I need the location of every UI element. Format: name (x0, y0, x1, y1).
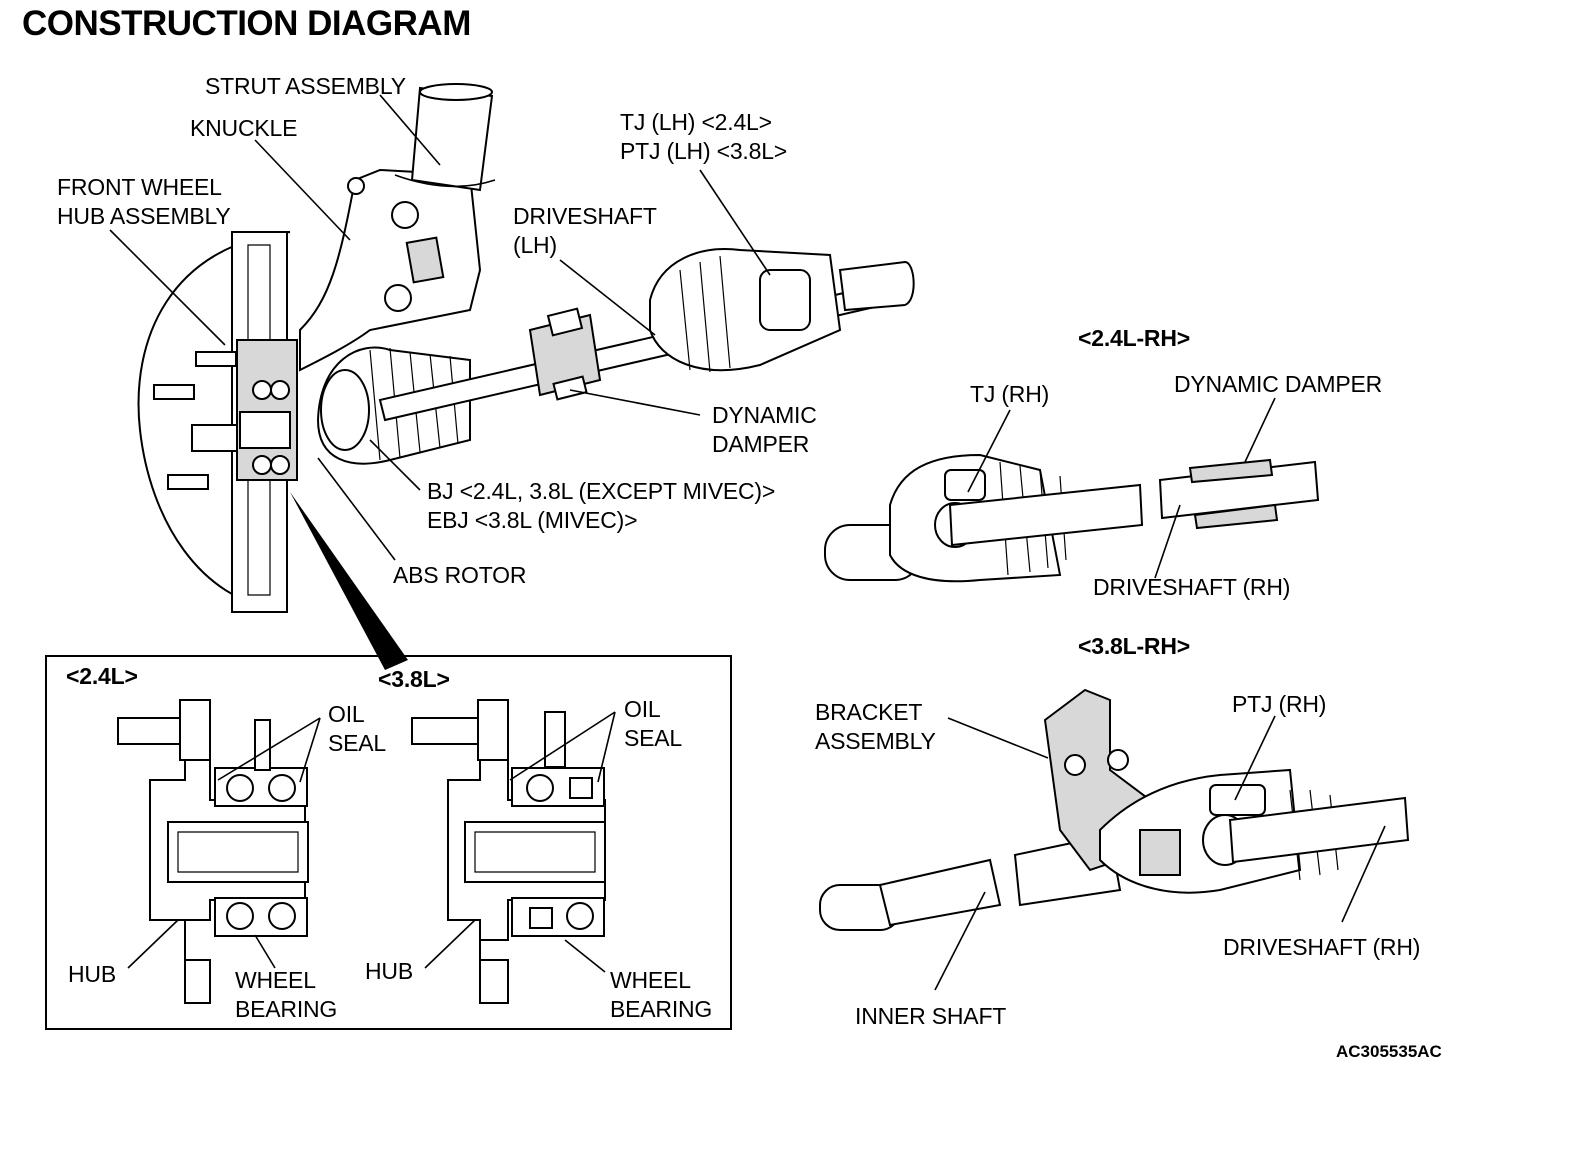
label-knuckle: KNUCKLE (190, 115, 298, 141)
rh-24-assembly (825, 455, 1318, 581)
inset-38-drawing (412, 700, 605, 1003)
page-title: CONSTRUCTION DIAGRAM (22, 4, 471, 43)
strut-assembly (412, 88, 492, 190)
leader-lines-inset (128, 712, 615, 972)
inset-frame (46, 656, 731, 1029)
tj-lh-boot (650, 249, 914, 372)
inset-heading-24l: <2.4L> (66, 663, 138, 689)
heading-38l-rh: <3.8L-RH> (1078, 633, 1190, 659)
inset-label-hub-24: HUB (68, 961, 116, 987)
label-ptj-rh: PTJ (RH) (1232, 691, 1327, 717)
inset-label-oil-seal-38: OIL SEAL (624, 696, 683, 751)
inset-heading-38l: <3.8L> (378, 666, 450, 692)
label-front-wheel-hub: FRONT WHEEL HUB ASSEMBLY (57, 174, 231, 229)
label-bj: BJ <2.4L, 3.8L (EXCEPT MIVEC)> EBJ <3.8L… (427, 478, 776, 533)
inset-label-hub-38: HUB (365, 958, 413, 984)
label-driveshaft-lh: DRIVESHAFT (LH) (513, 203, 657, 258)
label-driveshaft-rh-24: DRIVESHAFT (RH) (1093, 574, 1291, 600)
label-dynamic-damper-rh: DYNAMIC DAMPER (1174, 371, 1383, 397)
leader-lines-38rh (935, 716, 1385, 990)
label-dynamic-damper-lh: DYNAMIC DAMPER (712, 402, 817, 457)
heading-24l-rh: <2.4L-RH> (1078, 325, 1190, 351)
inset-label-oil-seal-24: OIL SEAL (328, 701, 387, 756)
label-inner-shaft: INNER SHAFT (855, 1003, 1007, 1029)
label-tj-lh: TJ (LH) <2.4L> PTJ (LH) <3.8L> (620, 109, 788, 164)
knuckle (300, 170, 480, 370)
figure-id: AC305535AC (1336, 1042, 1442, 1061)
label-driveshaft-rh-38: DRIVESHAFT (RH) (1223, 934, 1421, 960)
wheel-studs (154, 352, 237, 489)
leader-lines-main (110, 95, 770, 670)
label-strut-assembly: STRUT ASSEMBLY (205, 73, 406, 99)
label-abs-rotor: ABS ROTOR (393, 562, 527, 588)
inset-24-drawing (118, 700, 308, 1003)
leader-lines-24rh (968, 398, 1275, 578)
label-tj-rh: TJ (RH) (970, 381, 1050, 407)
rh-38-assembly (820, 690, 1408, 930)
inset-label-wheel-bearing-38: WHEEL BEARING (610, 967, 713, 1022)
label-bracket-assembly: BRACKET ASSEMBLY (815, 699, 936, 754)
inset-label-wheel-bearing-24: WHEEL BEARING (235, 967, 338, 1022)
